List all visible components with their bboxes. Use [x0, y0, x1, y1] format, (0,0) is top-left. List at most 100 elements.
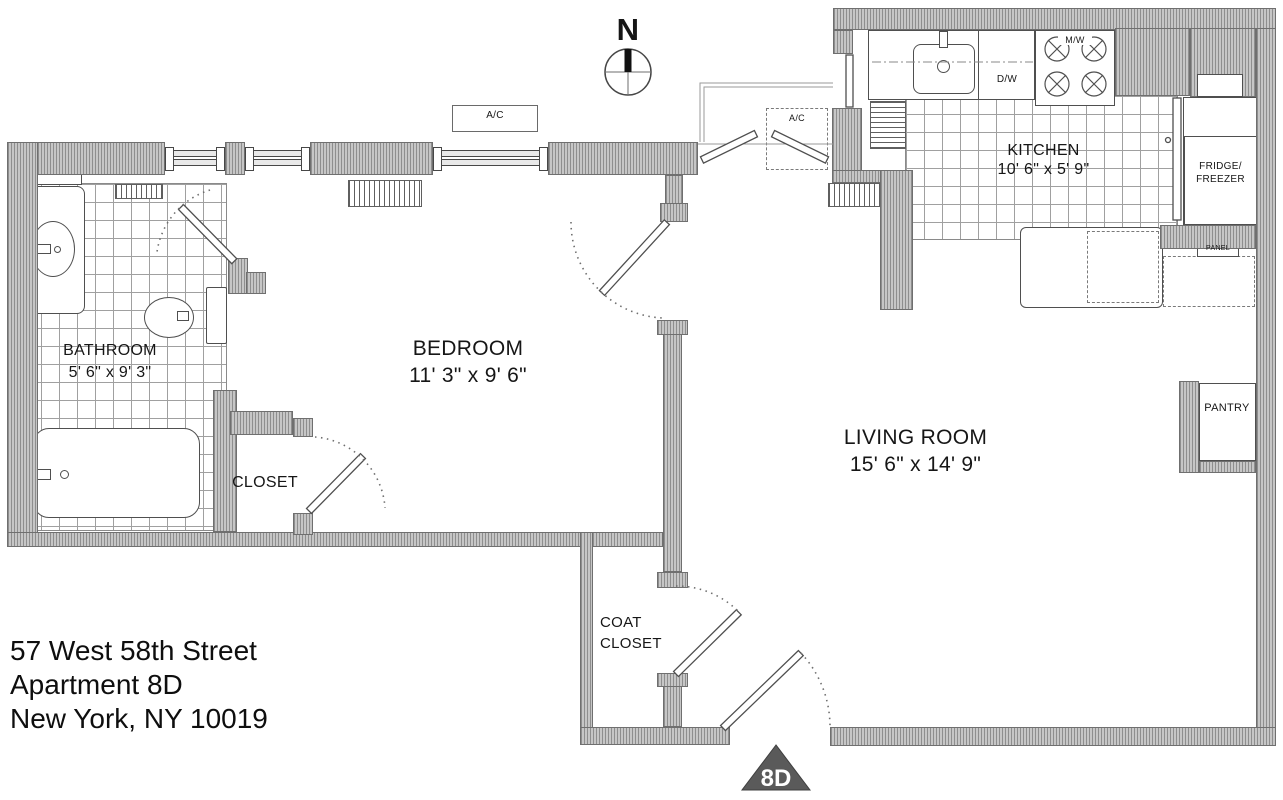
closet-jamb-bottom — [293, 513, 313, 535]
kitchen-dims: 10' 6" x 5' 9" — [997, 161, 1090, 178]
address-line2: Apartment 8D — [10, 669, 183, 700]
closet-door-arc — [314, 436, 386, 509]
door-panels — [177, 54, 1182, 732]
window-frame-cap — [165, 147, 174, 171]
address-block: 57 West 58th Street Apartment 8D New Yor… — [10, 634, 268, 736]
window-frame-cap — [216, 147, 225, 171]
pantry-interior — [1199, 383, 1256, 461]
bathroom-dims: 5' 6" x 9' 3" — [68, 364, 152, 381]
coat-closet-door-panel — [672, 608, 743, 678]
bathroom-door-stub-b — [246, 272, 266, 294]
french-door-left-panel — [699, 129, 759, 165]
kitchen-counter-divider — [978, 31, 979, 99]
entry-door-arc — [800, 652, 831, 728]
kitchen-sink-faucet — [939, 31, 948, 48]
bathroom-door-panel — [177, 203, 238, 265]
coat-closet-bottom-wall — [580, 727, 730, 745]
window-frame-cap — [301, 147, 310, 171]
kitchen-top-wall — [833, 8, 1276, 30]
undercounter-appliance-dashed — [1087, 231, 1159, 303]
foyer-ac-box — [766, 108, 828, 170]
fridge-freezer-label: FRIDGE/ FREEZER — [1184, 160, 1257, 186]
panel-label: PANEL — [1206, 245, 1230, 252]
kitchen-name: KITCHEN — [1007, 142, 1080, 159]
pantry-label: PANTRY — [1204, 402, 1250, 414]
door-swing-arcs — [156, 189, 831, 728]
bedroom-door-panel — [598, 218, 671, 297]
coat-closet-line2: CLOSET — [600, 635, 662, 652]
kitchen-door-panel — [845, 54, 854, 108]
bedroom-dims: 11' 3" x 9' 6" — [409, 364, 527, 387]
pantry-bottom-wall — [1199, 461, 1256, 473]
compass-needle-icon — [624, 49, 632, 72]
bedroom-radiator — [348, 180, 422, 207]
wall-right-of-stove — [1115, 28, 1190, 96]
living-room-bottom-wall — [830, 727, 1276, 746]
fridge-label-line1: FRIDGE/ — [1199, 161, 1242, 172]
window-bedroom-left — [245, 142, 310, 175]
living-room-dims: 15' 6" x 14' 9" — [849, 453, 982, 476]
bedroom-door-arc — [570, 221, 664, 319]
wall-top-c — [310, 142, 433, 175]
door-knob — [1164, 136, 1172, 144]
window-frame-cap — [539, 147, 548, 171]
closet-label: CLOSET — [232, 474, 298, 491]
bedroom-door-jamb — [660, 203, 688, 222]
stove-burner-cross — [1047, 39, 1104, 94]
kitchen-rack — [870, 101, 906, 149]
stove-burner — [1081, 71, 1107, 97]
closet-door-panel — [305, 452, 367, 515]
coat-closet-label: COAT CLOSET — [600, 612, 680, 654]
mid-wall-cap-top — [657, 320, 688, 335]
closet-top-wall — [230, 411, 293, 435]
foyer-line-inner — [703, 86, 833, 142]
pantry-left-wall — [1179, 381, 1199, 473]
kitchen-tile-floor — [905, 95, 1178, 240]
bathroom-label: BATHROOM 5' 6" x 9' 3" — [35, 340, 185, 384]
bathtub-knob — [60, 470, 69, 479]
window-frame-cap — [433, 147, 442, 171]
fridge-label-line2: FREEZER — [1196, 174, 1245, 185]
stove-burner — [1081, 36, 1107, 62]
kitchen-rear-door-panel — [1172, 97, 1182, 221]
coat-closet-jamb — [657, 673, 688, 687]
entry-door-panel — [719, 649, 805, 732]
bathroom-name: BATHROOM — [63, 342, 157, 359]
bedroom-name: BEDROOM — [412, 337, 524, 360]
kitchen-left-wall-upper — [833, 30, 853, 54]
bathroom-radiator — [115, 184, 163, 199]
bedroom-label: BEDROOM 11' 3" x 9' 6" — [378, 335, 558, 389]
compass-north-label: N — [616, 12, 640, 47]
kitchen-label: KITCHEN 10' 6" x 5' 9" — [975, 141, 1112, 179]
foyer-line-outer — [699, 82, 833, 142]
cabinet-notch — [1197, 74, 1243, 97]
living-room-label: LIVING ROOM 15' 6" x 14' 9" — [818, 424, 1013, 478]
bedroom-ac-label: A/C — [486, 110, 504, 121]
dishwasher-label: D/W — [996, 74, 1018, 85]
stove-burner — [1044, 71, 1070, 97]
living-room-name: LIVING ROOM — [843, 426, 988, 449]
address-line1: 57 West 58th Street — [10, 635, 257, 666]
stove-burner — [1044, 36, 1070, 62]
stove-burners — [1044, 36, 1107, 97]
bedroom-ac-box — [452, 105, 538, 132]
living-room-radiator — [828, 183, 880, 207]
wall-top-d — [548, 142, 698, 175]
compass — [604, 48, 652, 96]
kitchen-left-wall-lower — [832, 108, 862, 172]
wall-top-b — [225, 142, 245, 175]
mid-wall-cap-bottom — [657, 572, 688, 588]
bathroom-door-arc — [156, 189, 211, 253]
window-bedroom-main — [433, 142, 548, 175]
unit-badge-label: 8D — [761, 765, 792, 792]
toilet-flush — [177, 311, 189, 321]
peninsula-counter — [1020, 227, 1163, 308]
kitchen-sink-drain — [937, 60, 950, 73]
foyer-outline — [698, 82, 833, 145]
bathroom-sink-knob — [54, 246, 61, 253]
coat-closet-line1: COAT — [600, 614, 642, 631]
wall-left — [7, 142, 38, 547]
wall-bottom-left — [7, 532, 663, 547]
